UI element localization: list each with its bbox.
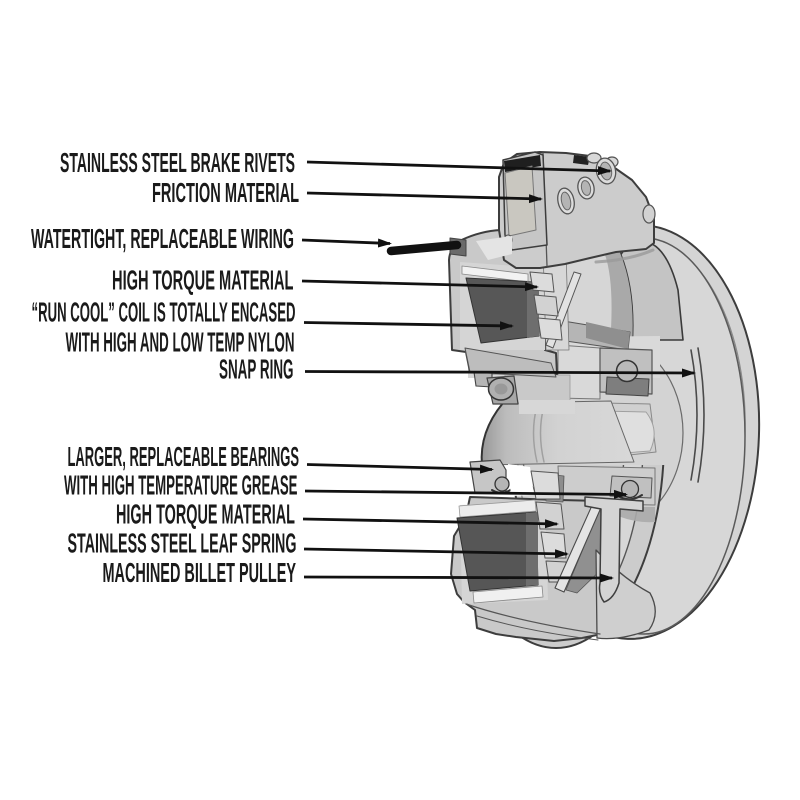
svg-text:MACHINED BILLET PULLEY: MACHINED BILLET PULLEY: [103, 557, 297, 588]
svg-text:FRICTION MATERIAL: FRICTION MATERIAL: [152, 177, 299, 208]
svg-text:HIGH TORQUE MATERIAL: HIGH TORQUE MATERIAL: [116, 499, 295, 530]
svg-text:STAINLESS STEEL BRAKE RIVETS: STAINLESS STEEL BRAKE RIVETS: [60, 147, 295, 178]
svg-text:HIGH TORQUE MATERIAL: HIGH TORQUE MATERIAL: [112, 265, 294, 296]
svg-text:WITH HIGH AND LOW TEMP NYLON: WITH HIGH AND LOW TEMP NYLON: [66, 327, 295, 358]
svg-text:LARGER, REPLACEABLE BEARINGS: LARGER, REPLACEABLE BEARINGS: [68, 441, 300, 472]
svg-text:WATERTIGHT, REPLACEABLE WIRING: WATERTIGHT, REPLACEABLE WIRING: [31, 223, 294, 254]
svg-text:SNAP RING: SNAP RING: [219, 354, 294, 385]
svg-text:“RUN COOL” COIL IS TOTALLY ENC: “RUN COOL” COIL IS TOTALLY ENCASED: [32, 297, 296, 328]
svg-text:WITH HIGH TEMPERATURE GREASE: WITH HIGH TEMPERATURE GREASE: [64, 470, 298, 501]
svg-text:STAINLESS STEEL LEAF SPRING: STAINLESS STEEL LEAF SPRING: [68, 528, 297, 559]
